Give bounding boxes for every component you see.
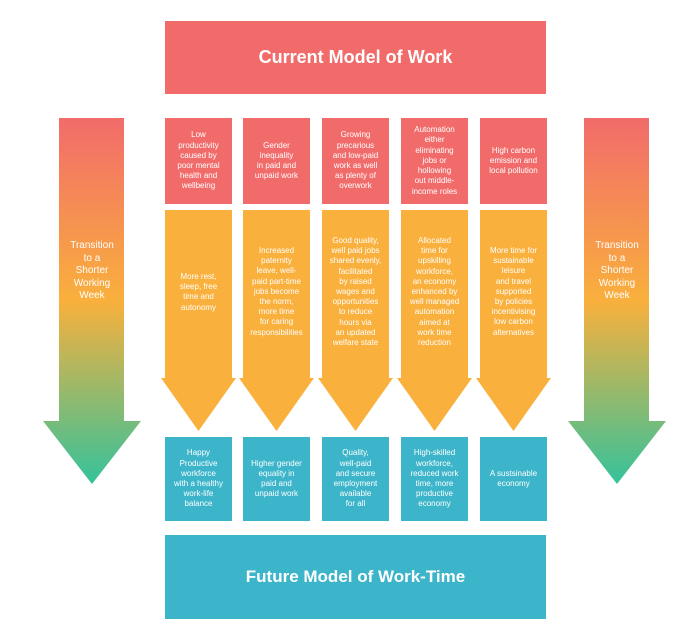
transition-text-4: Allocated time for upskilling workforce,… [409,236,460,348]
current-model-banner: Current Model of Work [165,21,546,94]
transition-text-3: Good quality, well paid jobs shared even… [329,236,382,348]
future-model-banner: Future Model of Work-Time [165,535,546,619]
transition-text-5: More time for sustainable leisure and tr… [489,246,538,337]
outcome-box-1: Happy Productive workforce with a health… [165,437,232,521]
left-transition-arrow: Transition to a Shorter Working Week [43,118,141,484]
transition-text-1: More rest, sleep, free time and autonomy [179,272,218,312]
transition-arrow-2: Increased paternity leave, well- paid pa… [239,210,314,431]
problem-box-3: Growing precarious and low-paid work as … [322,118,389,204]
outcome-box-4: High-skilled workforce, reduced work tim… [401,437,468,521]
problem-box-4: Automation either eliminating jobs or ho… [401,118,468,204]
outcome-box-5: A sustsinable economy [480,437,547,521]
outcome-box-2: Higher gender equality in paid and unpai… [243,437,310,521]
problem-box-1: Low productivity caused by poor mental h… [165,118,232,204]
transition-text-2: Increased paternity leave, well- paid pa… [250,246,303,337]
transition-arrow-3: Good quality, well paid jobs shared even… [318,210,393,431]
transition-arrow-4: Allocated time for upskilling workforce,… [397,210,472,431]
transition-arrow-5: More time for sustainable leisure and tr… [476,210,551,431]
problem-box-2: Gender inequality in paid and unpaid wor… [243,118,310,204]
right-transition-label: Transition to a Shorter Working Week [595,240,639,301]
outcome-box-3: Quality, well-paid and secure employment… [322,437,389,521]
transition-arrow-1: More rest, sleep, free time and autonomy [161,210,236,431]
problem-box-5: High carbon emission and local pollution [480,118,547,204]
left-transition-label: Transition to a Shorter Working Week [70,240,114,301]
right-transition-arrow: Transition to a Shorter Working Week [568,118,666,484]
